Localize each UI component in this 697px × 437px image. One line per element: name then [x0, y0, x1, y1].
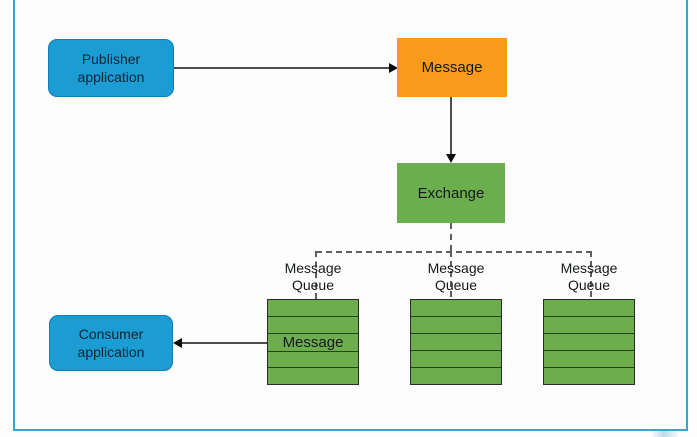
queue-to-consumer-line [181, 342, 267, 344]
queue-slot [544, 350, 634, 367]
queued-message-label: Message [282, 333, 344, 351]
dashed-connector-queue-2 [450, 251, 452, 297]
message-queue-3 [543, 299, 635, 385]
exchange-node: Exchange [397, 163, 505, 223]
queue-slot [268, 367, 358, 384]
dashed-connector-exchange-drop [450, 223, 452, 251]
queue-slot [544, 367, 634, 384]
queue-slot [411, 333, 501, 350]
consumer-application-node: Consumer application [49, 315, 173, 371]
slide-frame-border [13, 0, 688, 431]
message-label: Message [421, 59, 483, 76]
dashed-connector-queue-3 [590, 251, 592, 297]
queue-slot [268, 315, 358, 333]
consumer-application-label: Consumer application [77, 326, 145, 360]
exchange-label: Exchange [417, 184, 485, 202]
message-node: Message [397, 38, 507, 97]
message-to-exchange-line [450, 97, 452, 155]
queue-slot-message: Message [268, 332, 358, 351]
queue-slot [544, 316, 634, 333]
message-queue-2 [410, 299, 502, 385]
watermark-smudge [652, 431, 678, 437]
queue-slot [411, 350, 501, 367]
publisher-application-node: Publisher application [48, 39, 174, 97]
queue-slot [544, 333, 634, 350]
queue-1-label: Message Queue [284, 260, 342, 293]
dashed-connector-queue-1 [315, 251, 317, 299]
message-queue-1: Message [267, 299, 359, 385]
message-to-exchange-arrowhead [446, 154, 456, 163]
queue-slot [268, 300, 358, 316]
publisher-application-label: Publisher application [77, 51, 145, 85]
queue-slot [411, 367, 501, 384]
queue-3-label: Message Queue [560, 260, 618, 293]
queue-slot [411, 316, 501, 333]
queue-to-consumer-arrowhead [173, 338, 182, 348]
queue-2-label: Message Queue [427, 260, 485, 293]
publisher-to-message-arrowhead [389, 63, 398, 73]
queue-slot [268, 350, 358, 368]
dashed-connector-horizontal [316, 251, 592, 253]
queue-slot [411, 300, 501, 316]
queue-slot [544, 300, 634, 316]
publisher-to-message-line [174, 67, 390, 69]
